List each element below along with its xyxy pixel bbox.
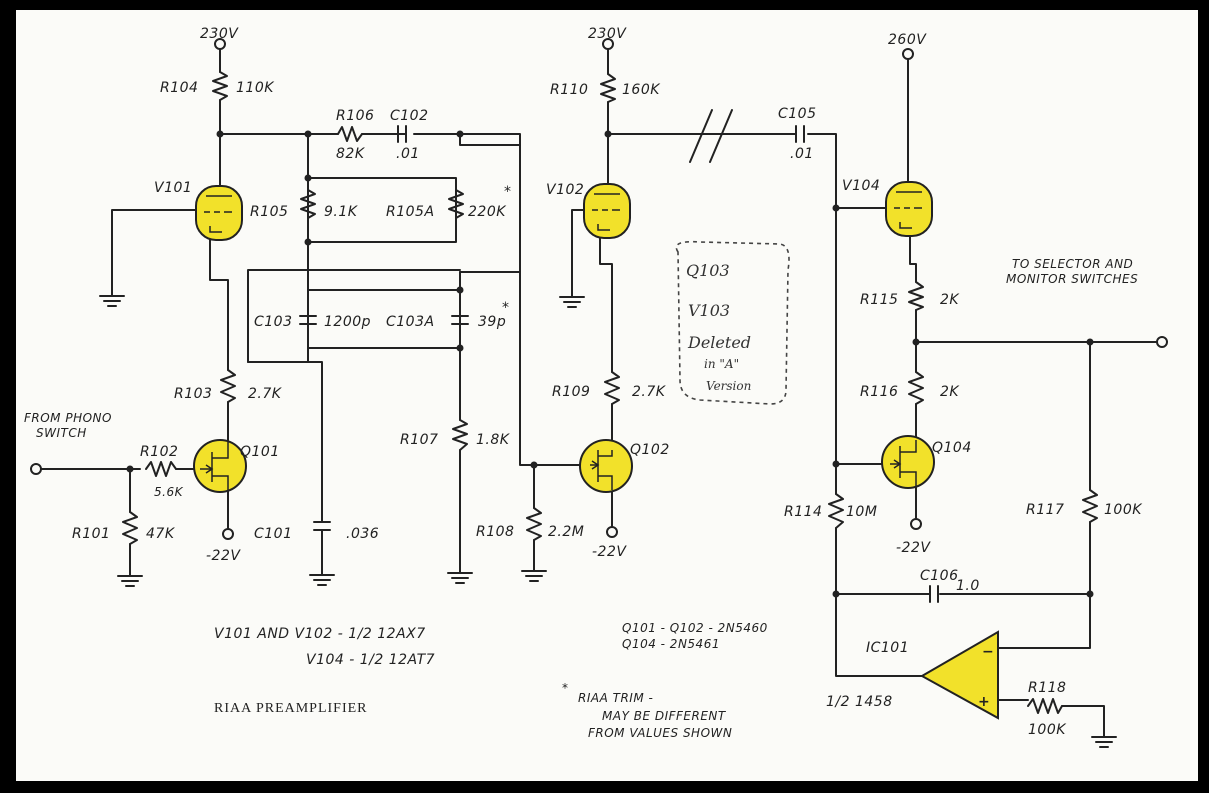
r105-ref: R105	[250, 204, 288, 220]
supply-label-q104: -22V	[896, 540, 931, 556]
r108-ref: R108	[476, 524, 514, 540]
c101-ref: C101	[254, 526, 293, 542]
r110-ref: R110	[550, 82, 588, 98]
riaa-preamp-schematic: − + 230V 230V 260V -22V -22V -22V R104 1…	[24, 26, 1168, 748]
r106-val: 82K	[336, 146, 366, 162]
break-marks	[689, 109, 733, 163]
asterisk-r105a: *	[504, 184, 512, 200]
ic101-part: 1/2 1458	[826, 694, 893, 710]
deleted-note-line1: Q103	[686, 261, 730, 280]
r116-val: 2K	[940, 384, 960, 400]
r117-val: 100K	[1104, 502, 1143, 518]
r108-val: 2.2M	[548, 524, 584, 540]
deleted-note-line4: in "A"	[704, 357, 739, 371]
c102-ref: C102	[390, 108, 429, 124]
r103-val: 2.7K	[248, 386, 283, 402]
supply-label-v104: 260V	[888, 32, 927, 48]
note-trim-line2: MAY BE DIFFERENT	[602, 709, 727, 723]
supply-label-v101: 230V	[200, 26, 239, 42]
r118-val: 100K	[1028, 722, 1067, 738]
note-trim-line1: RIAA TRIM -	[578, 691, 653, 705]
labels: 230V 230V 260V -22V -22V -22V R104 110K …	[24, 26, 1143, 740]
note-tubes-line1: V101 AND V102 - 1/2 12AX7	[214, 626, 426, 642]
tube-v102	[583, 183, 631, 239]
opamp-minus: −	[982, 644, 994, 660]
supply-label-q102: -22V	[592, 544, 627, 560]
opamp-ic101	[919, 630, 1002, 720]
r105a-ref: R105A	[386, 204, 435, 220]
q102-label: Q102	[630, 442, 670, 458]
c106-val: 1.0	[956, 578, 980, 594]
schematic-sheet: − + 230V 230V 260V -22V -22V -22V R104 1…	[16, 10, 1198, 781]
c106-ref: C106	[920, 568, 959, 584]
r107-ref: R107	[400, 432, 438, 448]
r101-val: 47K	[146, 526, 176, 542]
output-label-line2: MONITOR SWITCHES	[1006, 272, 1138, 286]
note-trim-line3: FROM VALUES SHOWN	[588, 726, 732, 740]
r114-ref: R114	[784, 504, 822, 520]
v101-label: V101	[154, 180, 192, 196]
v104-label: V104	[842, 178, 880, 194]
r105-val: 9.1K	[324, 204, 359, 220]
q101-label: Q101	[240, 444, 280, 460]
grounds	[99, 295, 1117, 748]
capacitors	[299, 125, 939, 603]
r105a-val: 220K	[468, 204, 507, 220]
note-fets-line2: Q104 - 2N5461	[622, 637, 720, 651]
r109-val: 2.7K	[632, 384, 667, 400]
deleted-note-line5: Version	[706, 379, 751, 393]
r117-ref: R117	[1026, 502, 1064, 518]
r107-val: 1.8K	[476, 432, 511, 448]
c105-val: .01	[790, 146, 814, 162]
note-fets-line1: Q101 - Q102 - 2N5460	[622, 621, 768, 635]
asterisk-note: *	[562, 681, 569, 695]
wiring	[39, 47, 1159, 737]
tube-v104	[885, 181, 933, 237]
r109-ref: R109	[552, 384, 590, 400]
r106-ref: R106	[336, 108, 374, 124]
r118-ref: R118	[1028, 680, 1066, 696]
supply-label-v102: 230V	[588, 26, 627, 42]
c102-val: .01	[396, 146, 420, 162]
ic101-label: IC101	[866, 640, 909, 656]
c103a-ref: C103A	[386, 314, 435, 330]
junctions	[126, 130, 1094, 598]
c103a-val: 39p	[478, 314, 506, 330]
c101-val: .036	[346, 526, 379, 542]
r102-val: 5.6K	[154, 485, 184, 499]
fet-q104	[881, 435, 935, 489]
note-tubes-line2: V104 - 1/2 12AT7	[306, 652, 435, 668]
c103-val: 1200p	[324, 314, 371, 330]
deleted-note-line2: V103	[688, 301, 730, 320]
asterisk-c103a: *	[502, 300, 510, 316]
r104-val: 110K	[236, 80, 275, 96]
q104-label: Q104	[932, 440, 972, 456]
r115-ref: R115	[860, 292, 898, 308]
r102-ref: R102	[140, 444, 178, 460]
input-label-line2: SWITCH	[36, 426, 87, 440]
diagram-title: RIAA PREAMPLIFIER	[214, 701, 368, 716]
input-label-line1: FROM PHONO	[24, 411, 112, 425]
opamp-plus: +	[978, 694, 990, 710]
r114-val: 10M	[846, 504, 877, 520]
output-label-line1: TO SELECTOR AND	[1012, 257, 1133, 271]
v102-label: V102	[546, 182, 584, 198]
r115-val: 2K	[940, 292, 960, 308]
supply-label-q101: -22V	[206, 548, 241, 564]
c105-ref: C105	[778, 106, 817, 122]
r116-ref: R116	[860, 384, 898, 400]
fet-q102	[579, 439, 633, 493]
r103-ref: R103	[174, 386, 212, 402]
terminals	[30, 38, 1168, 540]
r101-ref: R101	[72, 526, 110, 542]
r110-val: 160K	[622, 82, 661, 98]
r104-ref: R104	[160, 80, 198, 96]
deleted-note-line3: Deleted	[687, 333, 751, 352]
fet-q101	[193, 439, 247, 493]
tube-v101	[195, 185, 243, 241]
c103-ref: C103	[254, 314, 293, 330]
resistors	[122, 71, 1098, 714]
